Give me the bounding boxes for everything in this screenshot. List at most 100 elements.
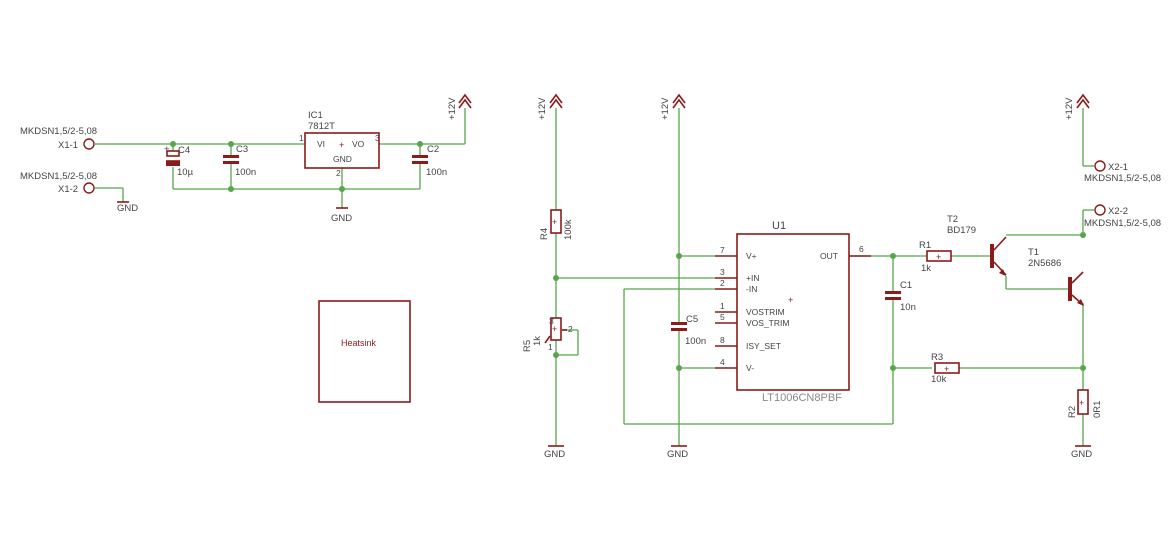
ground-r2: GND: [1071, 445, 1092, 460]
junction: [1080, 365, 1086, 371]
ground-label: GND: [667, 449, 688, 460]
pin-number: 2: [336, 168, 341, 178]
supply-label: +12V: [537, 97, 548, 120]
origin-mark: +: [936, 252, 941, 262]
opamp-pin-label: VOS_TRIM: [746, 318, 789, 328]
connector-pin-label: X1-1: [58, 140, 78, 151]
junction: [339, 186, 345, 192]
pin-number: 6: [859, 244, 864, 254]
opamp-u1: U1 LT1006CN8PBF + 7V+3+IN2-IN1VOSTRIM5VO…: [715, 220, 871, 404]
supply-12v-u1: +12V: [660, 93, 686, 120]
ground-x1: GND: [117, 201, 138, 214]
origin-mark: +: [788, 295, 793, 305]
heatsink: Heatsink: [318, 300, 411, 403]
origin-mark: +: [339, 140, 344, 150]
junction: [676, 365, 682, 371]
origin-mark: +: [552, 217, 557, 227]
resistor-body: [550, 209, 562, 234]
resistor-body: [934, 362, 960, 374]
capacitor-c3: C3 100n: [223, 144, 256, 178]
resistor-name: R1: [919, 240, 931, 251]
resistor-body: [550, 317, 562, 341]
capacitor-value: 100n: [426, 167, 447, 178]
supply-label: +12V: [447, 97, 458, 120]
capacitor-c5: C5 100n: [671, 314, 706, 347]
junction: [417, 141, 423, 147]
capacitor-plate: [671, 322, 687, 325]
supply-arrow-icon: [549, 93, 563, 109]
pin-number: 7: [720, 245, 725, 255]
capacitor-plate: [223, 155, 239, 158]
capacitor-name: C1: [900, 280, 912, 291]
connector-type-label: MKDSN1,5/2-5,08: [20, 126, 97, 137]
supply-12v-output: +12V: [1064, 93, 1090, 120]
pin-number: 4: [720, 357, 725, 367]
connector-x1-1: MKDSN1,5/2-5,08 X1-1: [20, 126, 97, 151]
terminal-icon: [1094, 204, 1106, 216]
capacitor-value: 10µ: [177, 167, 194, 178]
capacitor-name: C4: [178, 145, 190, 156]
junction: [553, 275, 559, 281]
capacitor-plate: [223, 161, 239, 164]
capacitor-plate: [885, 291, 901, 294]
ground-label: GND: [1071, 449, 1092, 460]
resistor-value: 100k: [563, 219, 574, 240]
resistor-value: 10k: [931, 374, 947, 385]
regulator-ic1: IC1 7812T VI VO GND + 1 3 2: [299, 110, 380, 178]
resistor-r3: + R3 10k: [931, 352, 960, 385]
supply-arrow-icon: [1076, 93, 1090, 109]
connector-pin-label: X1-2: [58, 184, 78, 195]
transistor-name: T2: [947, 214, 958, 225]
connector-x2-2: X2-2 MKDSN1,5/2-5,08: [1084, 204, 1161, 229]
ground-c5: GND: [667, 445, 688, 460]
junction: [890, 253, 896, 259]
junction: [170, 141, 176, 147]
potentiometer-r5: + 3 2 1 R5 1k: [522, 316, 573, 352]
terminal-icon: [83, 138, 95, 150]
pin-number: 1: [299, 133, 304, 143]
origin-mark: +: [944, 364, 949, 374]
regulator-body: [304, 132, 380, 169]
junction: [890, 365, 896, 371]
opamp-pin-label: V+: [746, 251, 757, 261]
pin-number: 3: [549, 316, 554, 326]
pin-number: 3: [720, 267, 725, 277]
heatsink-outline: [318, 300, 411, 403]
capacitor-value: 10n: [900, 302, 916, 313]
capacitor-c2: C2 100n: [412, 144, 447, 178]
capacitor-plate: [412, 155, 428, 158]
opamp-name: U1: [772, 220, 786, 232]
supply-arrow-icon: [672, 93, 686, 109]
connector-pin-label: X2-2: [1108, 206, 1128, 217]
junction: [228, 141, 234, 147]
capacitor-name: C5: [686, 314, 698, 325]
capacitor-value: 100n: [685, 336, 706, 347]
capacitor-plate: [166, 161, 180, 166]
resistor-value: 1k: [532, 336, 543, 346]
resistor-value: 1k: [921, 263, 931, 274]
resistor-value: 0R1: [1092, 401, 1103, 418]
heatsink-label: Heatsink: [341, 338, 377, 348]
transistor-name: T1: [1028, 247, 1039, 258]
pin-number: 2: [720, 278, 725, 288]
pin-number: 5: [720, 312, 725, 322]
supply-label: +12V: [660, 97, 671, 120]
resistor-body: [1077, 389, 1089, 415]
pin-label-gnd: GND: [333, 154, 352, 164]
origin-mark: +: [552, 324, 557, 334]
capacitor-plate: [885, 297, 901, 300]
capacitor-plate: [671, 328, 687, 331]
pin-label-vi: VI: [317, 139, 325, 149]
connector-pin-label: X2-1: [1108, 162, 1128, 173]
junctions: [170, 141, 1086, 371]
junction: [228, 186, 234, 192]
capacitor-c1: C1 10n: [885, 280, 916, 313]
connector-x2-1: X2-1 MKDSN1,5/2-5,08: [1084, 160, 1161, 184]
opamp-value: LT1006CN8PBF: [762, 392, 842, 404]
terminal-icon: [83, 182, 95, 194]
resistor-name: R3: [931, 352, 943, 363]
connector-x1-2: MKDSN1,5/2-5,08 X1-2: [20, 171, 97, 195]
